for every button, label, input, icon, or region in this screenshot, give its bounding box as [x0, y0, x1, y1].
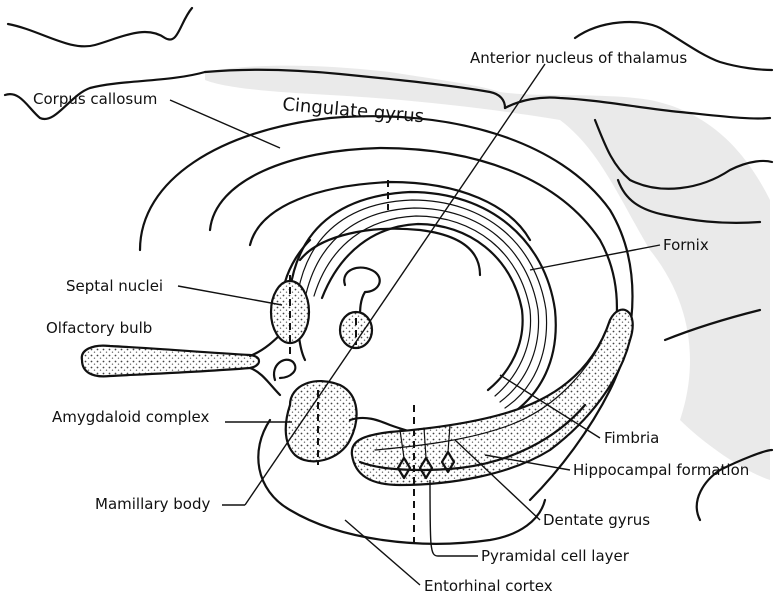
label-amygdaloid-complex: Amygdaloid complex: [52, 408, 209, 426]
label-hippocampal-formation: Hippocampal formation: [573, 461, 749, 479]
label-olfactory-bulb: Olfactory bulb: [46, 319, 152, 337]
corpus-callosum-inner: [250, 182, 530, 245]
label-dentate-gyrus: Dentate gyrus: [543, 511, 650, 529]
label-fornix: Fornix: [663, 236, 709, 254]
label-fimbria: Fimbria: [604, 429, 659, 447]
label-pyramidal-cell-layer: Pyramidal cell layer: [481, 547, 630, 565]
label-corpus-callosum: Corpus callosum: [33, 90, 157, 108]
olfactory-bulb-shape: [82, 346, 259, 377]
hippocampal-formation-shape: [352, 310, 633, 485]
lateral-ventricle-contour: [300, 229, 480, 275]
label-mamillary-body: Mamillary body: [95, 495, 210, 513]
label-entorhinal-cortex: Entorhinal cortex: [424, 577, 553, 595]
label-anterior-nucleus-of-thalamus: Anterior nucleus of thalamus: [470, 49, 687, 67]
label-septal-nuclei: Septal nuclei: [66, 277, 163, 295]
